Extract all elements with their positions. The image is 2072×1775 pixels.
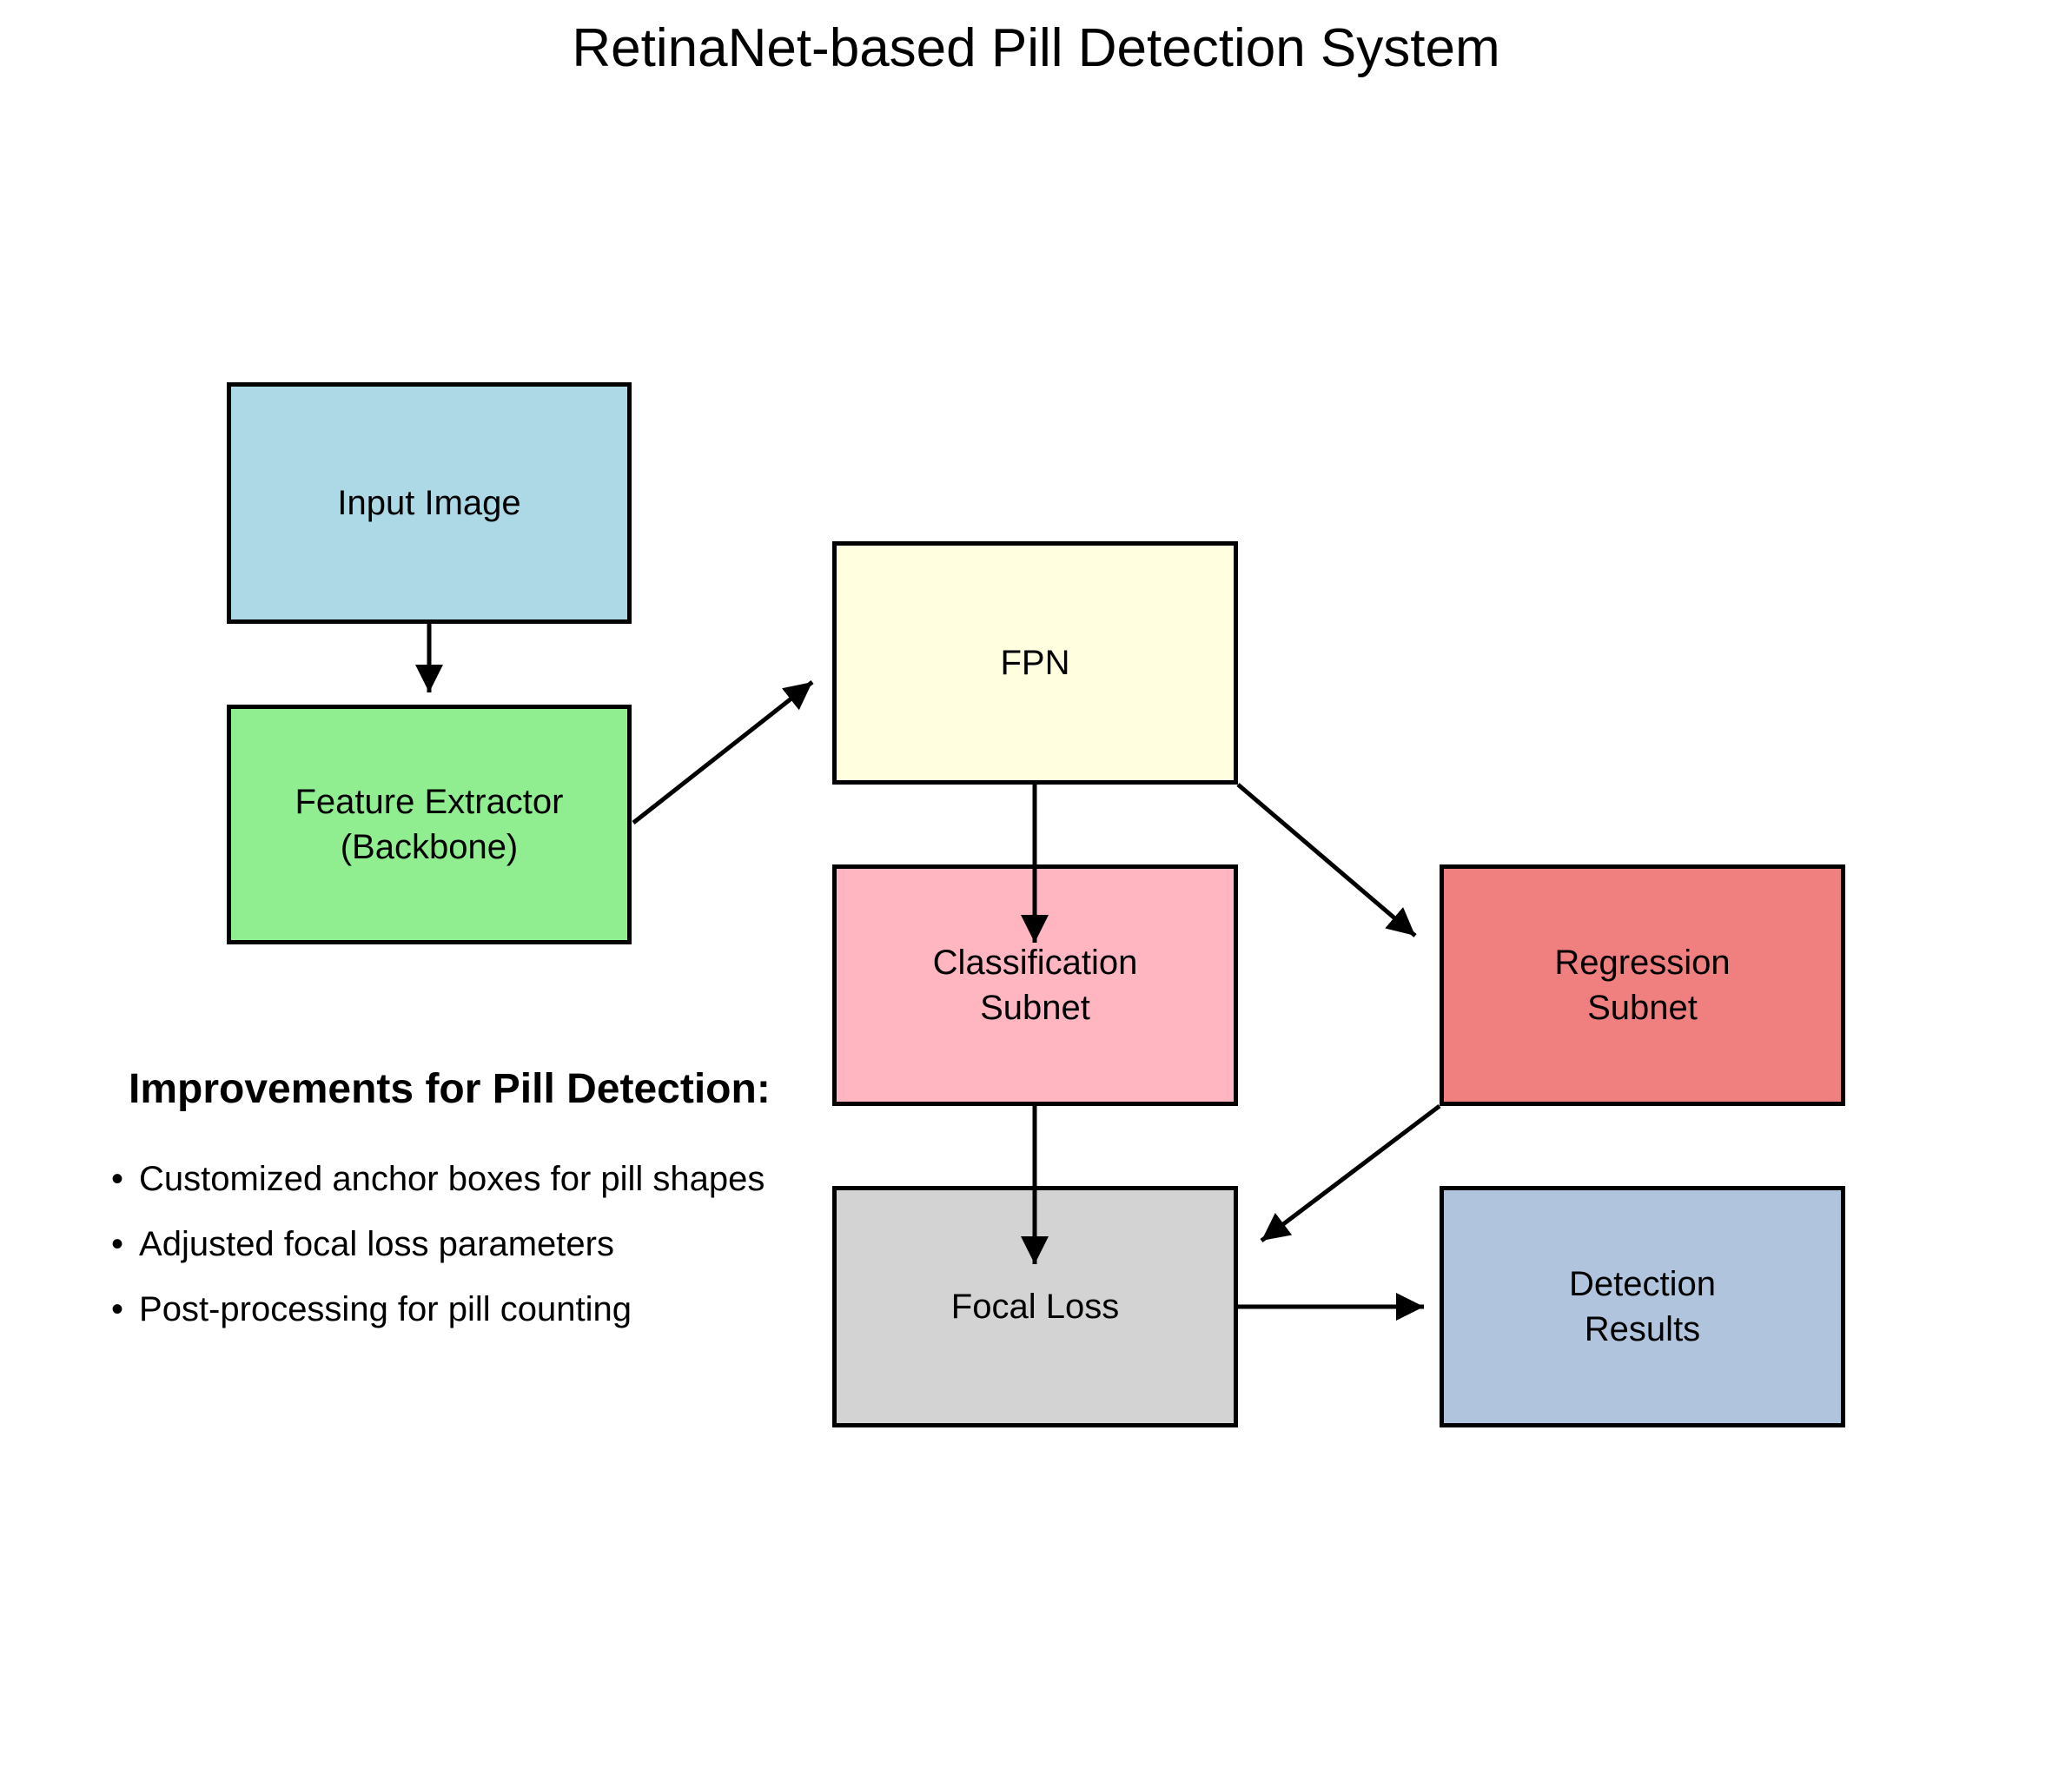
improvement-item-2: • Adjusted focal loss parameters xyxy=(111,1223,771,1265)
improvement-item-text: Post-processing for pill counting xyxy=(139,1290,632,1328)
node-fpn: FPN xyxy=(832,541,1238,785)
improvement-item-1: • Customized anchor boxes for pill shapes xyxy=(111,1158,771,1200)
node-regression-subnet: Regression Subnet xyxy=(1440,864,1845,1106)
bullet-icon: • xyxy=(111,1160,124,1198)
node-input-image: Input Image xyxy=(227,382,632,624)
node-label: FPN xyxy=(1000,644,1070,682)
improvement-item-3: • Post-processing for pill counting xyxy=(111,1288,771,1330)
node-feature-extractor: Feature Extractor (Backbone) xyxy=(227,705,632,944)
improvements-heading: Improvements for Pill Detection: xyxy=(129,1066,771,1112)
diagram-title: RetinaNet-based Pill Detection System xyxy=(572,18,1500,78)
improvement-item-text: Customized anchor boxes for pill shapes xyxy=(139,1160,765,1198)
node-focal-loss: Focal Loss xyxy=(832,1186,1238,1427)
node-classification-subnet: Classification Subnet xyxy=(832,864,1238,1106)
node-label: Focal Loss xyxy=(950,1288,1120,1326)
bullet-icon: • xyxy=(111,1290,124,1328)
node-label: Feature Extractor (Backbone) xyxy=(295,783,564,866)
node-label: Detection Results xyxy=(1569,1265,1716,1348)
node-label: Classification Subnet xyxy=(932,944,1138,1027)
arrow-regression-to-focal xyxy=(1260,1104,1441,1242)
arrow-feature-to-fpn xyxy=(632,680,814,825)
node-detection-results: Detection Results xyxy=(1440,1186,1845,1427)
arrow-fpn-to-regression xyxy=(1236,783,1417,937)
node-label: Input Image xyxy=(337,484,521,522)
improvements-section: Improvements for Pill Detection: • Custom… xyxy=(111,1065,771,1354)
node-label: Regression Subnet xyxy=(1554,944,1731,1027)
improvement-item-text: Adjusted focal loss parameters xyxy=(139,1225,614,1263)
bullet-icon: • xyxy=(111,1225,124,1263)
